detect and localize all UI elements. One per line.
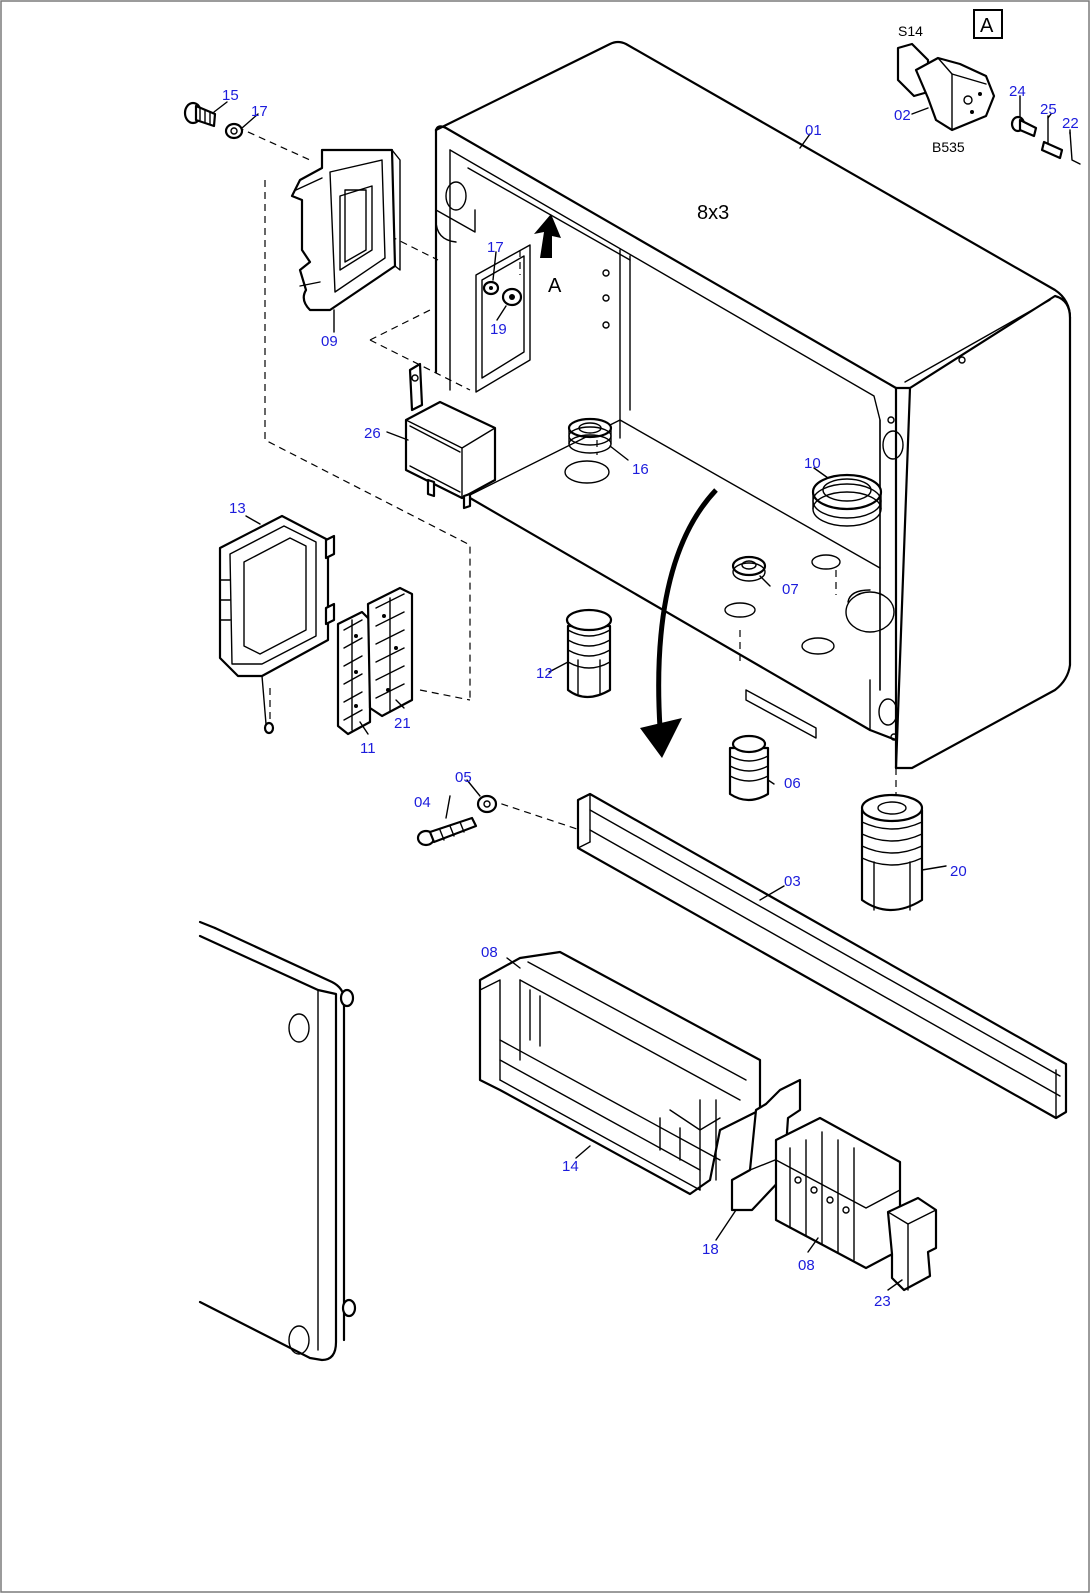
leader-lines [213,95,1071,1291]
screw-part-17-19 [482,280,523,307]
pin-part-22 [1069,131,1081,165]
screw-part-15 [183,101,217,128]
callout-23: 23 [874,1293,891,1310]
terminal-row-part-08-14 [478,950,762,1196]
callout-15: 15 [222,87,239,104]
callout-24: 24 [1009,83,1026,100]
key-switch-part-02 [896,42,996,132]
assembly-guide-lines [236,126,897,831]
nut-part-07 [731,555,767,582]
callout-13: 13 [229,500,246,517]
callout-22: 22 [1062,115,1079,132]
terminal-stack-part-08 [774,1116,902,1270]
gland-part-06 [728,734,770,802]
terminal-block-part-21 [366,586,414,718]
grommet-part-16 [567,417,613,454]
gland-part-12 [565,608,613,699]
callout-26: 26 [364,425,381,442]
callout-25: 25 [1040,101,1057,118]
callout-06: 06 [784,775,801,792]
callout-09: 09 [321,333,338,350]
callout-14: 14 [562,1158,579,1175]
callout-16: 16 [632,461,649,478]
gland-part-20 [860,793,924,911]
din-rail-part-03 [576,792,1068,1120]
callout-04: 04 [414,794,431,811]
screw-part-04 [416,816,478,847]
washer-part-17-top [224,122,244,140]
switch-code-top: S14 [898,23,923,39]
housing-part-01 [434,40,1072,770]
view-arrow-a: A [534,214,562,297]
curved-arrow [640,488,718,758]
view-a-label: A [980,15,994,37]
terminal-block-part-11 [336,610,372,736]
callout-12: 12 [536,665,553,682]
callout-17-top: 17 [251,103,268,120]
cover-part-13 [218,514,336,735]
inset-view-a: A S14 B535 [896,9,1081,165]
dimension-text: 8x3 [697,202,729,224]
callout-18: 18 [702,1241,719,1258]
end-stop-part-23 [886,1196,938,1292]
pin-part-25 [1040,115,1064,160]
callout-08-bottom: 08 [798,1257,815,1274]
callout-11: 11 [360,740,376,757]
callout-07: 07 [782,581,799,598]
view-arrow-label: A [548,275,562,297]
callout-10: 10 [804,455,821,472]
callout-03: 03 [784,873,801,890]
callout-17-window: 17 [487,239,504,256]
nut-part-10 [811,473,883,527]
switch-code-bottom: B535 [932,139,965,155]
callout-labels: 01 02 03 04 05 06 07 08 08 09 10 11 12 1… [222,83,1079,1310]
view-a-box [973,9,1003,39]
callout-19: 19 [490,321,507,338]
callout-21: 21 [394,715,411,732]
callout-02: 02 [894,107,911,124]
callout-08-top: 08 [481,944,498,961]
housing-door [198,920,357,1362]
callout-20: 20 [950,863,967,880]
gasket-frame-part-09 [290,148,401,312]
washer-part-05 [476,794,498,814]
callout-01: 01 [805,122,822,139]
callout-05: 05 [455,769,472,786]
bolt-part-24 [1010,115,1038,138]
relay-part-26 [404,362,497,510]
